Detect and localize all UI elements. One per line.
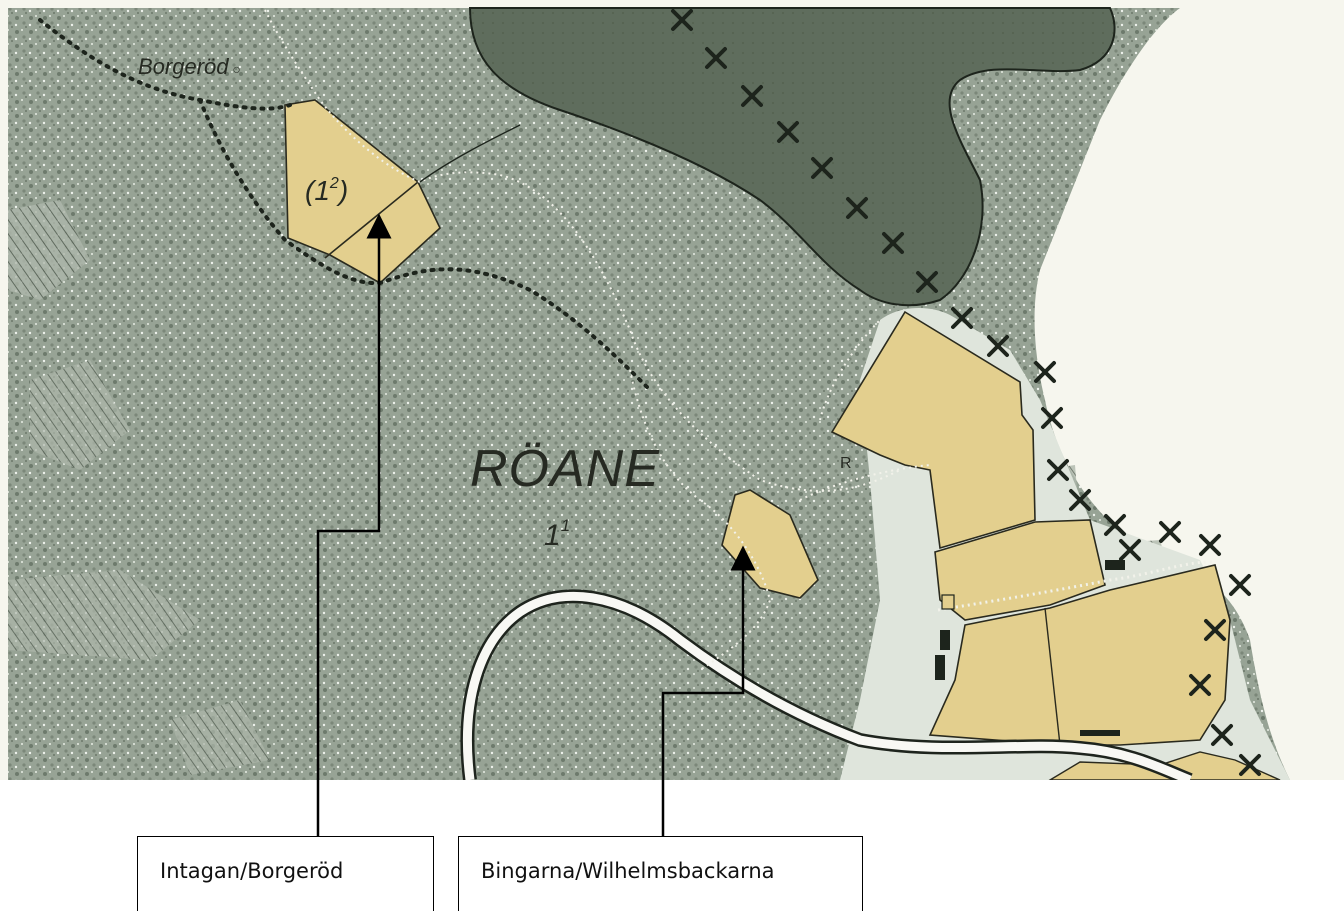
field-parcel-upper	[284, 99, 441, 284]
leader-line-intagan	[316, 213, 392, 837]
field-farm-north	[830, 310, 1036, 550]
track	[419, 124, 521, 183]
hatched-slope	[8, 570, 200, 660]
field-border	[1044, 607, 1061, 746]
lake	[468, 7, 1116, 307]
field-edge-dots	[937, 560, 1216, 612]
building	[1105, 560, 1125, 570]
field-farm-south	[928, 564, 1231, 746]
map-letter: R	[840, 455, 852, 472]
farm-name: Borgeröd ○	[138, 54, 241, 79]
footpath	[799, 319, 931, 501]
building	[940, 630, 950, 650]
leader-line-bingarna	[661, 545, 756, 837]
label-box-bingarna: Bingarna/Wilhelmsbackarna	[458, 836, 863, 911]
parcel-number: (12)	[305, 175, 348, 206]
field-small	[721, 489, 819, 599]
building	[941, 594, 955, 610]
map-canvas: Borgeröd ○ RÖANE 11 (12) R	[0, 0, 1344, 780]
label-box-intagan: Intagan/Borgeröd	[137, 836, 434, 911]
label-bingarna: Bingarna/Wilhelmsbackarna	[481, 859, 775, 883]
footpath	[629, 369, 772, 671]
hatched-slope	[8, 200, 90, 300]
hatched-slope	[30, 360, 130, 470]
building	[935, 655, 945, 680]
area-name: RÖANE	[470, 440, 660, 498]
label-intagan: Intagan/Borgeröd	[160, 859, 344, 883]
footpath	[264, 9, 901, 492]
border-cross-marks	[671, 9, 1261, 776]
area-number: 11	[544, 516, 570, 552]
building	[1080, 730, 1120, 736]
hatched-slope	[170, 700, 270, 775]
